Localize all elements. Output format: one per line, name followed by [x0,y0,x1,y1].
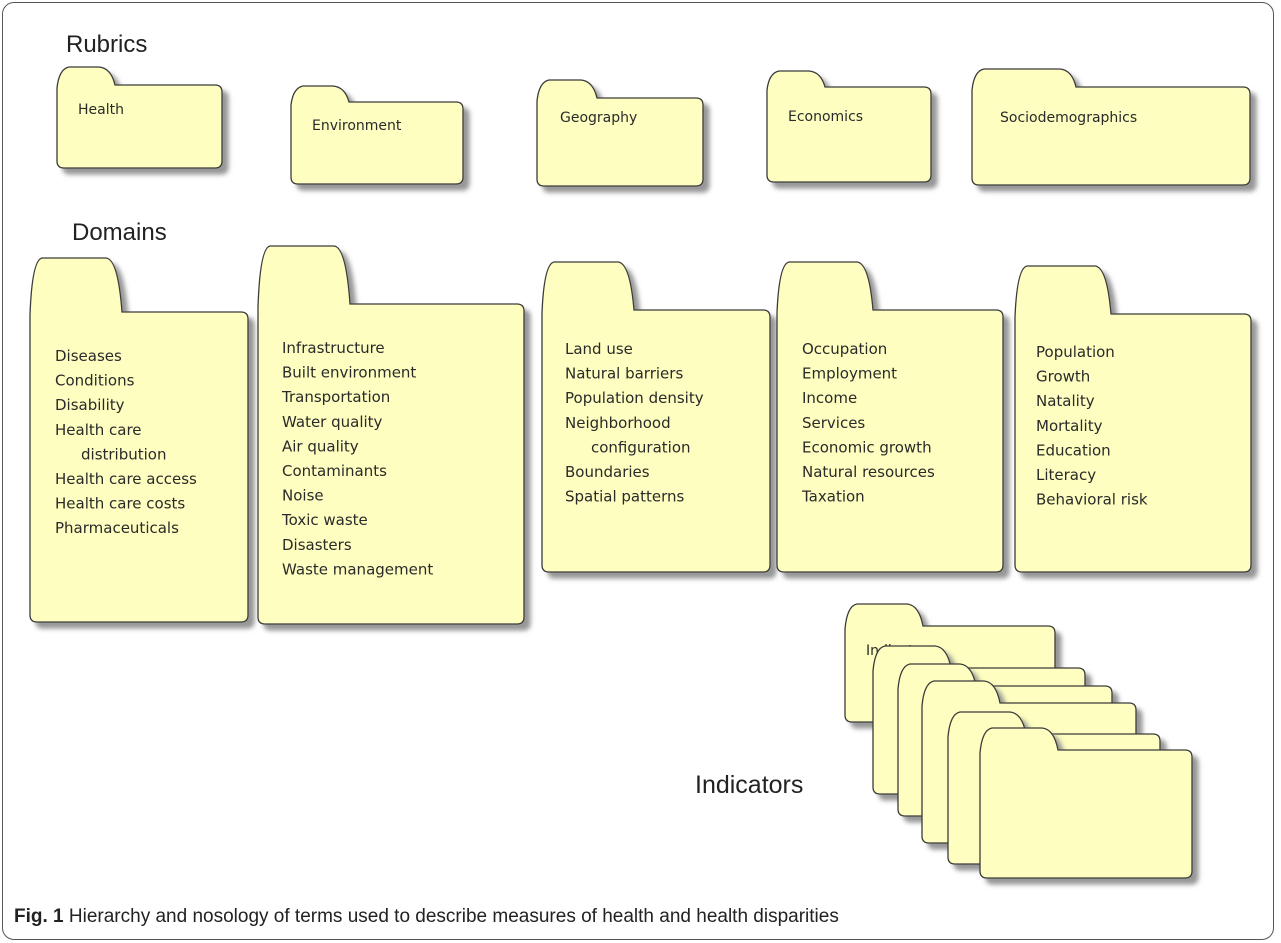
caption-text: Hierarchy and nosology of terms used to … [63,906,839,927]
rubric-label-economics: Economics [788,109,863,125]
rubric-label-health: Health [78,102,124,118]
rubric-folder-sociodemographics [971,68,1251,186]
domain-folder-health [29,257,249,623]
domain-folder-geography [541,261,771,573]
domain-item-economics: Natural resources [802,463,935,481]
section-title-indicators: Indicators [695,771,803,799]
domain-folder-economics [776,261,1004,573]
domain-item-economics: Employment [802,365,897,383]
domain-item-health: Health care costs [55,495,185,513]
domain-item-economics: Taxation [801,488,865,506]
domain-item-health: distribution [81,445,166,463]
domain-item-economics: Economic growth [802,438,932,456]
domain-item-environment: Contaminants [282,462,387,480]
rubric-folder-geography [536,79,704,187]
domain-item-health: Disability [55,396,125,414]
indicator-folder-stack: Indicators [844,603,1193,879]
domain-folder-environment [257,245,525,625]
domain-item-health: Pharmaceuticals [55,519,179,537]
rubric-folder-environment [290,85,464,185]
domain-item-environment: Built environment [282,364,416,382]
rubric-label-geography: Geography [560,110,637,126]
domain-item-sociodemographics: Behavioral risk [1036,491,1148,509]
domain-item-sociodemographics: Population [1036,343,1115,361]
domain-item-health: Health care [55,421,142,439]
domain-item-environment: Waste management [282,560,433,578]
domain-item-geography: Spatial patterns [565,488,685,506]
domain-item-geography: configuration [591,438,691,456]
domain-item-economics: Occupation [802,340,887,358]
hierarchy-diagram: Rubrics Domains Indicators HealthEnviron… [29,31,1252,879]
rubric-label-sociodemographics: Sociodemographics [1000,110,1137,126]
domain-item-sociodemographics: Literacy [1036,466,1096,484]
rubric-folder-health [56,66,223,169]
domain-item-environment: Disasters [282,536,352,554]
domain-item-geography: Land use [565,340,633,358]
domain-item-environment: Water quality [282,413,383,431]
domain-item-geography: Neighborhood [565,414,671,432]
rubric-label-environment: Environment [312,118,402,134]
caption-label: Fig. 1 [14,906,64,927]
domain-item-environment: Transportation [281,388,390,406]
domain-item-sociodemographics: Mortality [1036,417,1103,435]
domain-item-geography: Natural barriers [565,365,683,383]
indicator-folder-6 [979,727,1193,879]
rubric-folder-economics [766,70,932,183]
section-title-rubrics: Rubrics [66,31,147,58]
domain-item-economics: Income [802,389,857,407]
domain-item-health: Diseases [55,347,122,365]
figure-caption: Fig. 1 Hierarchy and nosology of terms u… [14,906,839,928]
section-title-domains: Domains [72,219,167,246]
domain-item-health: Conditions [55,372,135,390]
domain-item-sociodemographics: Education [1036,441,1111,459]
domain-item-geography: Boundaries [565,463,650,481]
domain-item-environment: Noise [282,487,324,505]
domain-item-environment: Toxic waste [281,511,368,529]
domain-item-environment: Infrastructure [282,339,385,357]
domain-item-environment: Air quality [282,437,359,455]
domain-item-health: Health care access [55,470,197,488]
domain-folder-sociodemographics [1014,265,1252,573]
domain-item-sociodemographics: Growth [1036,368,1090,386]
domain-item-economics: Services [802,414,865,432]
domain-item-sociodemographics: Natality [1036,392,1095,410]
domain-item-geography: Population density [565,389,704,407]
